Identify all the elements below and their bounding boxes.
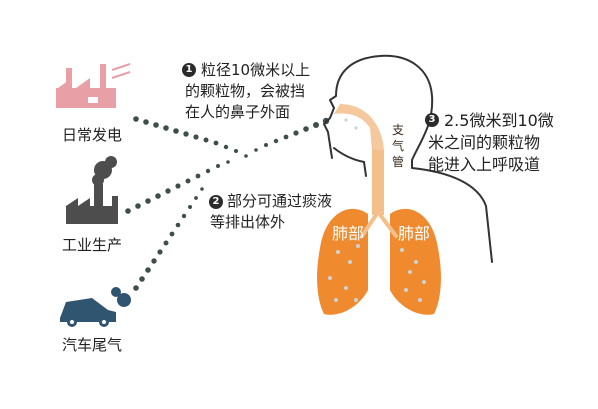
particle-trail-to-face <box>254 117 330 152</box>
source-label-industry: 工业生产 <box>62 236 123 254</box>
particle-trail-car <box>133 187 204 291</box>
power-plant-icon <box>56 63 131 108</box>
note-3-line-2: 米之间的颗粒物 <box>428 133 541 152</box>
particle-trail-factory <box>125 160 230 214</box>
lung-left-label: 肺部 <box>332 224 365 243</box>
trachea-label-char-2: 气 <box>392 139 405 153</box>
factory-icon <box>66 156 118 224</box>
source-label-car: 汽车尾气 <box>62 336 123 354</box>
lung-right-label: 肺部 <box>398 224 431 243</box>
bronchi <box>360 210 398 238</box>
note-2-line-1: 部分可通过痰液 <box>227 192 333 210</box>
note-1-line-2: 的颗粒物，会被挡 <box>185 82 306 100</box>
trachea-label-char-3: 管 <box>392 155 405 169</box>
note-2-line-2: 等排出体外 <box>210 213 286 231</box>
car-exhaust-icon <box>60 287 131 327</box>
airway <box>334 104 384 210</box>
note-1-line-3: 在人的鼻子外面 <box>185 103 291 121</box>
trachea-label-char-1: 支 <box>392 123 405 137</box>
note-3-line-3: 能进入上呼吸道 <box>428 155 541 174</box>
chin-line <box>333 147 367 177</box>
badge-2: 2 <box>209 195 223 209</box>
lung-left <box>317 208 368 315</box>
lung-particles <box>328 118 426 302</box>
particle-trail-power <box>133 116 248 158</box>
note-3-line-1: 2.5微米到10微 <box>444 111 554 130</box>
human-silhouette <box>323 54 493 263</box>
badge-3: 3 <box>425 113 439 127</box>
trachea <box>372 150 384 215</box>
source-label-power: 日常发电 <box>62 126 123 144</box>
note-1-line-1: 粒径10微米以上 <box>201 61 311 79</box>
badge-1: 1 <box>182 63 196 77</box>
